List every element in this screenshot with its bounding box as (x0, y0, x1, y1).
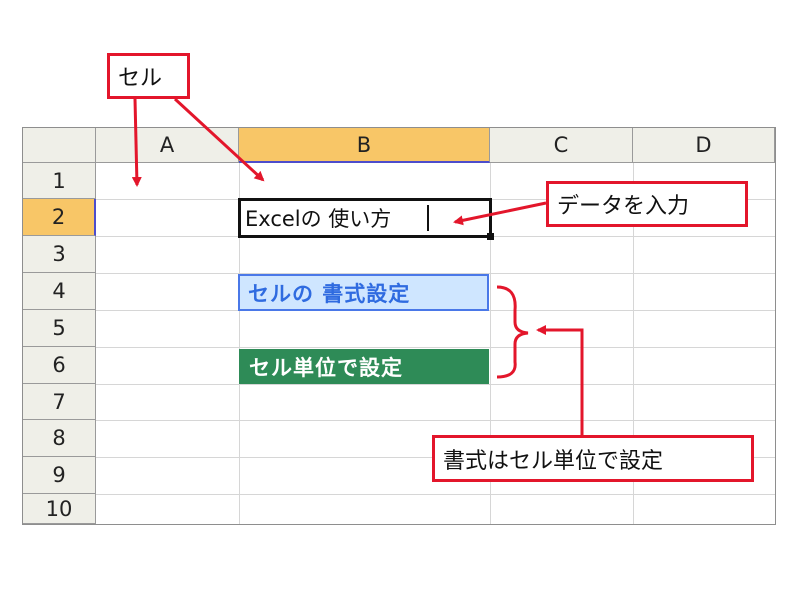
column-header-d[interactable]: D (633, 128, 775, 163)
gridline (96, 273, 775, 274)
gridline (96, 384, 775, 385)
cell-b2-active[interactable]: Excelの 使い方 (238, 198, 492, 238)
column-header-a[interactable]: A (96, 128, 239, 163)
curly-brace (496, 285, 529, 379)
row-header-5[interactable]: 5 (23, 310, 96, 347)
gridline (239, 163, 240, 524)
row-header-8[interactable]: 8 (23, 420, 96, 457)
arrow-to-column-a (131, 98, 142, 187)
text-cursor (427, 205, 429, 231)
column-header-b[interactable]: B (239, 128, 490, 163)
row-header-7[interactable]: 7 (23, 384, 96, 420)
row-header-4[interactable]: 4 (23, 273, 96, 310)
cell-b4[interactable]: セルの 書式設定 (238, 274, 489, 311)
callout-cell: セル (107, 53, 190, 99)
arrow-to-column-b (173, 97, 265, 182)
column-header-c[interactable]: C (490, 128, 633, 163)
row-header-10[interactable]: 10 (23, 494, 96, 524)
row-header-9[interactable]: 9 (23, 457, 96, 494)
gridline (490, 163, 491, 524)
row-header-3[interactable]: 3 (23, 236, 96, 273)
row-header-2[interactable]: 2 (23, 199, 96, 236)
callout-data-input: データを入力 (546, 181, 748, 227)
arrow-to-input-cell (453, 201, 547, 226)
arrow-to-brace (536, 325, 584, 435)
select-all-corner[interactable] (23, 128, 96, 163)
gridline (96, 420, 775, 421)
row-header-1[interactable]: 1 (23, 163, 96, 199)
row-header-6[interactable]: 6 (23, 347, 96, 384)
gridline (633, 163, 634, 524)
callout-format-per-cell: 書式はセル単位で設定 (432, 435, 754, 482)
fill-handle[interactable] (487, 233, 494, 240)
gridline (96, 347, 775, 348)
cell-b6[interactable]: セル単位で設定 (239, 349, 489, 384)
gridline (96, 494, 775, 495)
